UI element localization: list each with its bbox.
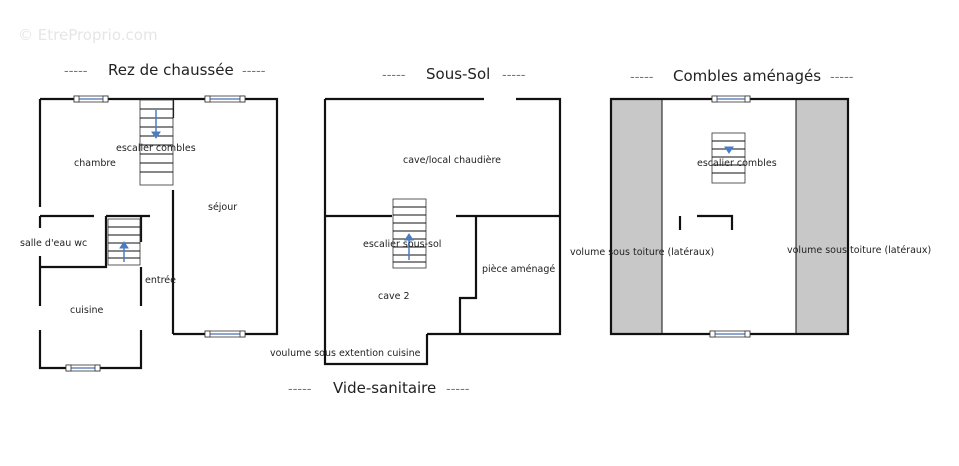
window (711, 95, 751, 103)
wall (40, 216, 108, 269)
window (65, 364, 101, 372)
dash-left: ----- (382, 68, 406, 83)
combles-title-group: ----- Combles aménagés ----- (630, 67, 854, 85)
room-piece-amenage: pièce aménagé (482, 264, 555, 275)
dash-left: ----- (630, 70, 654, 85)
rdc-title-group: ----- Rez de chaussée ----- (64, 61, 266, 79)
sous-sol-plan: cave/local chaudière escalier sous-sol p… (270, 97, 562, 366)
arrow-down-icon (151, 131, 161, 139)
wall (38, 330, 143, 370)
room-cave-2: cave 2 (378, 291, 410, 302)
room-volume-left: volume sous toiture (latéraux) (570, 247, 714, 258)
arrow-down-icon (724, 146, 734, 154)
window (204, 330, 246, 338)
room-volume-right: volume sous toiture (latéraux) (787, 245, 931, 256)
wall (323, 99, 429, 366)
room-cave-local: cave/local chaudière (403, 155, 501, 166)
stairs-combles (139, 99, 174, 186)
room-escalier-combles: escalier combles (116, 143, 196, 154)
window (709, 330, 751, 338)
dash-left: ----- (64, 64, 88, 79)
dash-left: ----- (288, 382, 312, 397)
room-chambre: chambre (74, 158, 116, 169)
vide-sanitaire-title: Vide-sanitaire (333, 379, 436, 397)
dash-right: ----- (242, 64, 266, 79)
stairs-sous-sol (392, 198, 427, 269)
eaves-right (796, 99, 848, 334)
arrow-up-icon (119, 241, 129, 249)
room-salle-eau: salle d'eau wc (20, 238, 87, 249)
combles-title: Combles aménagés (673, 67, 821, 85)
watermark: © EtreProprio.com (18, 26, 158, 44)
rdc-title: Rez de chaussée (108, 61, 234, 79)
wall (697, 214, 734, 230)
vide-sanitaire-title-group: ----- Vide-sanitaire ----- (288, 379, 470, 397)
window (73, 95, 109, 103)
dash-right: ----- (502, 68, 526, 83)
rdc-plan: chambre escalier combles séjour salle d'… (20, 95, 279, 372)
window (204, 95, 246, 103)
dash-right: ----- (830, 70, 854, 85)
combles-plan: escalier combles volume sous toiture (la… (570, 95, 931, 338)
wall (458, 216, 478, 334)
room-sejour: séjour (208, 202, 237, 213)
room-escalier-sous-sol: escalier sous-sol (363, 239, 441, 250)
stairs-sous-sol (107, 218, 141, 266)
room-volume-extension: voulume sous extention cuisine (270, 348, 421, 359)
eaves-left (611, 99, 662, 334)
arrow-up-icon (404, 233, 414, 241)
room-escalier-combles: escalier combles (697, 158, 777, 169)
wall (609, 97, 850, 336)
stairs-combles (711, 132, 746, 184)
sous-sol-title: Sous-Sol (426, 65, 490, 83)
dash-right: ----- (446, 382, 470, 397)
room-entree: entrée (145, 275, 176, 286)
sous-sol-title-group: ----- Sous-Sol ----- (382, 65, 526, 83)
room-cuisine: cuisine (70, 305, 103, 316)
